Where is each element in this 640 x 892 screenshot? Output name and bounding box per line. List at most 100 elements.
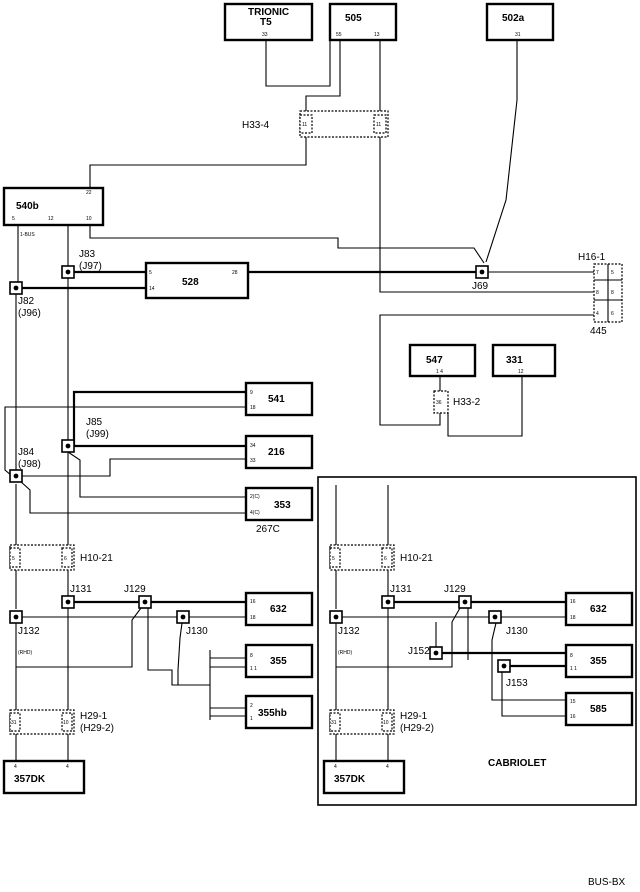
svg-text:357DK: 357DK [14, 774, 46, 785]
splice-j82: J82 (J96) [9, 281, 41, 319]
svg-text:18: 18 [570, 615, 576, 621]
svg-text:J131: J131 [70, 584, 92, 595]
svg-text:2: 2 [250, 703, 253, 709]
splice-j83: J83 (J97) [61, 249, 102, 279]
svg-text:J131: J131 [390, 584, 412, 595]
splice-j153: J153 [497, 659, 528, 689]
splice-j152: J152 [408, 646, 443, 660]
svg-text:547: 547 [426, 355, 443, 366]
svg-text:632: 632 [270, 604, 287, 615]
svg-text:10: 10 [86, 216, 92, 222]
svg-text:216: 216 [268, 447, 285, 458]
splice-j85: J85 (J99) [61, 417, 109, 453]
svg-text:7: 7 [596, 270, 599, 276]
svg-text:355hb: 355hb [258, 708, 287, 719]
splice-j129-right: J129 [444, 584, 472, 609]
svg-text:H33-4: H33-4 [242, 120, 270, 131]
splice-j129-left: J129 [124, 584, 152, 609]
module-632-left: 632 16 18 [244, 591, 314, 627]
svg-text:9: 9 [250, 390, 253, 396]
svg-text:J152: J152 [408, 646, 430, 657]
svg-text:6: 6 [64, 556, 67, 562]
svg-text:12: 12 [518, 369, 524, 375]
connector-h16-1: 7 5 8 8 4 6 H16-1 445 [578, 252, 623, 337]
module-505: 505 55 13 [328, 2, 398, 42]
svg-text:13: 13 [374, 32, 380, 38]
svg-text:J84: J84 [18, 447, 35, 458]
svg-text:528: 528 [182, 277, 199, 288]
module-357dk-right: 357DK 4 4 [322, 759, 406, 795]
svg-text:10: 10 [383, 720, 389, 726]
module-355hb: 355hb 2 1 [244, 694, 314, 730]
splice-j131-left: J131 [61, 584, 92, 609]
svg-text:H33-2: H33-2 [453, 397, 481, 408]
svg-text:8: 8 [570, 653, 573, 659]
svg-text:31: 31 [331, 720, 337, 726]
connector-h10-21-right: 5 6 H10-21 [329, 544, 433, 571]
svg-text:H29-1: H29-1 [400, 711, 428, 722]
splice-j130-left: J130 [176, 610, 208, 637]
svg-text:502a: 502a [502, 13, 525, 24]
svg-text:33: 33 [262, 32, 268, 38]
svg-text:331: 331 [506, 355, 523, 366]
module-216: 216 34 33 [244, 434, 314, 470]
svg-text:8: 8 [596, 290, 599, 296]
svg-text:J153: J153 [506, 678, 528, 689]
svg-text:H10-21: H10-21 [80, 553, 113, 564]
svg-text:J85: J85 [86, 417, 103, 428]
svg-text:H29-1: H29-1 [80, 711, 108, 722]
connector-h10-21-left: 5 6 H10-21 [9, 544, 113, 571]
svg-text:632: 632 [590, 604, 607, 615]
svg-text:(J99): (J99) [86, 429, 109, 440]
svg-text:4: 4 [334, 764, 337, 770]
svg-text:(RHD): (RHD) [338, 650, 352, 656]
svg-text:5: 5 [12, 556, 15, 562]
svg-text:16: 16 [570, 599, 576, 605]
module-541: 541 9 18 [244, 381, 314, 417]
module-355-right: 355 8 1 1 [564, 643, 634, 679]
splice-j131-right: J131 [381, 584, 412, 609]
svg-text:33: 33 [250, 458, 256, 464]
wiring [4, 40, 594, 762]
module-547: 547 1 4 [408, 343, 477, 378]
svg-text:14: 14 [149, 286, 155, 292]
figure-code: BUS-BX [588, 877, 626, 888]
module-353: 353 2(C) 4(C) 267C [244, 486, 314, 535]
svg-text:T5: T5 [260, 17, 272, 28]
svg-text:16: 16 [250, 599, 256, 605]
svg-text:TRIONIC: TRIONIC [248, 7, 289, 18]
connector-h29-1-left: 31 10 H29-1 (H29-2) [9, 709, 114, 735]
svg-text:8: 8 [611, 290, 614, 296]
svg-text:J69: J69 [472, 281, 489, 292]
svg-text:4: 4 [66, 764, 69, 770]
svg-text:5: 5 [12, 216, 15, 222]
svg-text:15: 15 [570, 699, 576, 705]
module-528: 528 5 14 28 [144, 261, 250, 300]
svg-text:H16-1: H16-1 [578, 252, 606, 263]
svg-text:J132: J132 [338, 626, 360, 637]
svg-text:357DK: 357DK [334, 774, 366, 785]
code-267c: 267C [256, 524, 280, 535]
svg-text:355: 355 [590, 656, 607, 667]
splice-j84: J84 (J98) [9, 447, 41, 483]
svg-text:H10-21: H10-21 [400, 553, 433, 564]
svg-text:22: 22 [86, 190, 92, 196]
svg-text:(J97): (J97) [79, 261, 102, 272]
svg-text:4: 4 [386, 764, 389, 770]
svg-text:(H29-2): (H29-2) [400, 723, 434, 734]
svg-text:1 4: 1 4 [436, 369, 443, 375]
svg-text:5: 5 [149, 270, 152, 276]
svg-text:11: 11 [376, 122, 381, 128]
svg-text:28: 28 [232, 270, 238, 276]
svg-text:1: 1 [250, 716, 253, 722]
svg-text:540b: 540b [16, 201, 39, 212]
svg-text:11: 11 [302, 122, 307, 128]
connector-h33-4: 11 11 H33-4 [242, 110, 389, 138]
module-331: 331 12 [491, 343, 557, 378]
svg-text:18: 18 [250, 615, 256, 621]
svg-text:(H29-2): (H29-2) [80, 723, 114, 734]
svg-text:5: 5 [332, 556, 335, 562]
splice-j132-right: J132 (RHD) [329, 610, 360, 656]
module-502a: 502a 31 [485, 2, 555, 42]
